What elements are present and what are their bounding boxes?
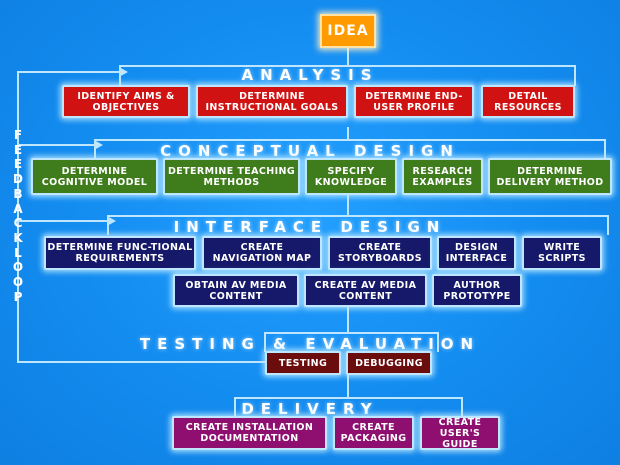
identify-aims-box: IDENTIFY AIMS & OBJECTIVES — [62, 85, 190, 118]
installation-documentation-box: CREATE INSTALLATION DOCUMENTATION — [172, 416, 327, 450]
write-scripts-box: WRITE SCRIPTS — [522, 236, 602, 270]
navigation-map-box: CREATE NAVIGATION MAP — [202, 236, 322, 270]
users-guide-box: CREATE USER'S GUIDE — [420, 416, 500, 450]
create-packaging-box: CREATE PACKAGING — [333, 416, 414, 450]
conceptual-design-header: CONCEPTUAL DESIGN — [160, 142, 460, 160]
storyboards-box: CREATE STORYBOARDS — [328, 236, 432, 270]
obtain-av-media-box: OBTAIN AV MEDIA CONTENT — [173, 274, 299, 307]
testing-box: TESTING — [265, 351, 341, 375]
specify-knowledge-box: SPECIFY KNOWLEDGE — [305, 158, 397, 195]
research-examples-box: RESEARCH EXAMPLES — [402, 158, 483, 195]
feedback-loop-label: FEEDBACK LOOP — [12, 128, 24, 304]
teaching-methods-box: DETERMINE TEACHING METHODS — [163, 158, 300, 195]
instructional-goals-box: DETERMINE INSTRUCTIONAL GOALS — [196, 85, 348, 118]
end-user-profile-box: DETERMINE END-USER PROFILE — [354, 85, 474, 118]
create-av-media-box: CREATE AV MEDIA CONTENT — [304, 274, 427, 307]
detail-resources-box: DETAIL RESOURCES — [481, 85, 575, 118]
testing-evaluation-header: TESTING & EVALUATION — [139, 335, 481, 353]
interface-design-header: INTERFACE DESIGN — [173, 218, 447, 236]
functional-requirements-box: DETERMINE FUNC-TIONAL REQUIREMENTS — [44, 236, 196, 270]
design-interface-box: DESIGN INTERFACE — [437, 236, 516, 270]
cognitive-model-box: DETERMINE COGNITIVE MODEL — [31, 158, 158, 195]
delivery-method-box: DETERMINE DELIVERY METHOD — [488, 158, 612, 195]
delivery-header: DELIVERY — [241, 400, 379, 418]
idea-box: IDEA — [320, 14, 376, 48]
analysis-header: ANALYSIS — [241, 66, 379, 84]
debugging-box: DEBUGGING — [346, 351, 432, 375]
author-prototype-box: AUTHOR PROTOTYPE — [432, 274, 522, 307]
